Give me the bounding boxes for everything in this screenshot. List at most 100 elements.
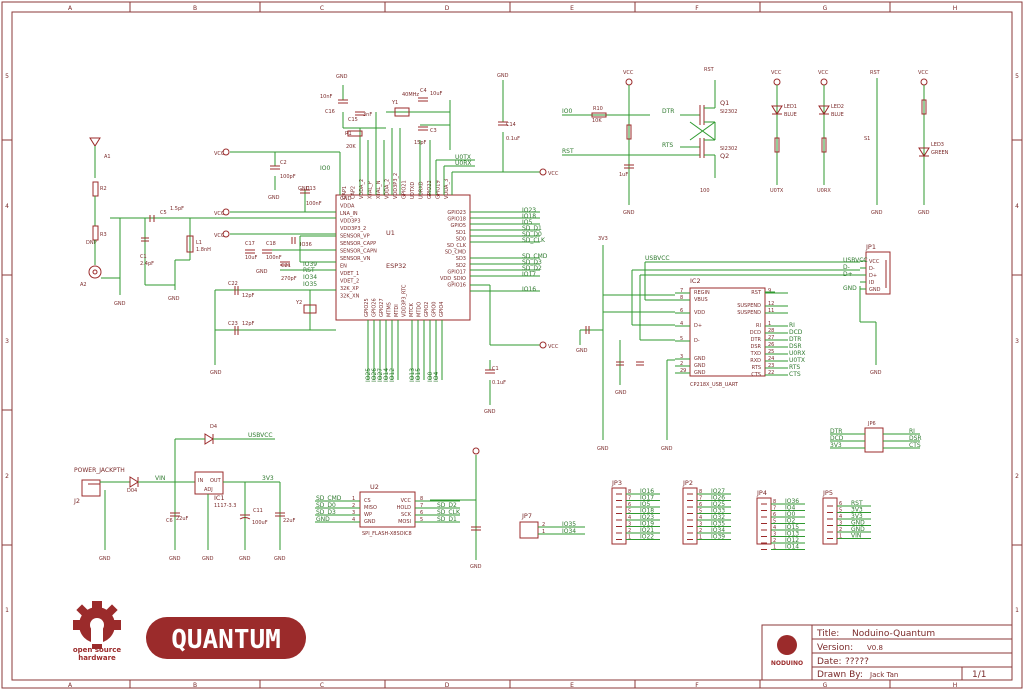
jp6-left-net: DTR — [830, 428, 842, 435]
gnd-c13: GND — [298, 186, 310, 192]
esp32-ref: U1 — [386, 229, 395, 237]
jp5-pin-num: 3 — [839, 521, 842, 527]
io34-net: IO34 — [303, 274, 317, 281]
r3-value: DNP — [86, 240, 97, 246]
cp2102-right-num: 11 — [768, 308, 774, 314]
jp2-pin-num: 1 — [699, 535, 702, 541]
c5-value: 1.5pF — [170, 206, 184, 212]
usb-pin: ID — [869, 280, 874, 286]
cp2102-right-pin: TXD — [750, 351, 761, 357]
frame-row-left-1: 1 — [5, 607, 9, 614]
jp4-pin-num: 4 — [773, 525, 776, 531]
jp1-ref: JP1 — [865, 243, 876, 251]
ic2-value: CP218X_USB_UART — [690, 382, 739, 388]
ic1-value: 1117-3.3 — [214, 503, 236, 509]
flash-left-net: SD_D0 — [316, 502, 336, 509]
jp2-net: IO32 — [711, 514, 725, 521]
jp2-net: IO27 — [711, 488, 725, 495]
esp32-bottom-net-io12: IO12 — [389, 368, 396, 382]
jp4-net: IO15 — [785, 524, 799, 531]
d4-ref: D4 — [210, 424, 217, 430]
frame-col-top-E: E — [570, 5, 574, 12]
u0tx-led: U0TX — [770, 188, 784, 194]
u0tx-cp-net: U0TX — [789, 357, 805, 364]
esp32-bottom-pin: GPIO4 — [439, 302, 445, 317]
quantum-logo: QUANTUM — [146, 617, 306, 659]
jp3-pin-num: 8 — [628, 489, 631, 495]
esp32-name: ESP32 — [386, 262, 406, 270]
jp2-net: IO39 — [711, 534, 725, 541]
usb-net: D+ — [843, 271, 853, 278]
vcc-led3: VCC — [918, 70, 929, 76]
esp32-bottom-pin: VDD3P3_RTC — [402, 284, 408, 317]
cp2102-left-num: 29 — [680, 368, 686, 374]
cp2102-left-pin: VDD — [694, 310, 705, 316]
jp4-pin-num: 7 — [773, 506, 776, 512]
cp2102-left-pin: GND — [694, 370, 706, 376]
gnd-flash: GND — [470, 564, 482, 570]
esp32-bottom-pin: MTDO — [417, 302, 423, 317]
esp32-top-pin: GPIO21 — [402, 180, 408, 199]
cp2102-right-num: 28 — [768, 328, 774, 334]
esp32-left-pin: VDD3P3 — [340, 219, 361, 225]
oshw-line1: open source — [73, 646, 122, 654]
v3v3-cp: 3V3 — [598, 236, 608, 242]
jp2-pin-num: 3 — [699, 522, 702, 528]
jp3-net: IO19 — [640, 521, 654, 528]
jp2-net: IO26 — [711, 495, 725, 502]
jp3-pin-num: 7 — [628, 496, 631, 502]
vcc-1: VCC — [214, 151, 225, 157]
esp32-bottom-pin: GPIO27 — [379, 298, 385, 317]
antenna-section: A1 R2 R3 DNP A2 GND C5 1.5pF C1 2.4pF L1… — [80, 137, 211, 307]
j2-value: POWER_JACKPTH — [74, 467, 125, 474]
sheet-inner-border — [11, 11, 1013, 681]
frame-col-bottom-E: E — [570, 682, 574, 689]
cp2102-right-pin: SUSPEND — [737, 303, 761, 309]
esp32-left-pin: EN — [340, 264, 347, 270]
esp32-right-pin: GPIO5 — [451, 223, 466, 229]
frame-col-top-F: F — [695, 5, 699, 12]
jp5-net: 3V3 — [851, 507, 863, 514]
jp3-pin-num: 2 — [628, 528, 631, 534]
cp2102-left-pin: GND — [694, 356, 706, 362]
esp32-top-pin: U0TXD — [410, 182, 416, 199]
gnd-cp-c2: GND — [615, 390, 627, 396]
usb-net: GND — [843, 285, 857, 292]
dtr-net: DTR — [662, 108, 674, 115]
v3v3-power: 3V3 — [262, 475, 274, 482]
cp2102-right-pin: DTR — [751, 337, 762, 343]
jp2-net: IO25 — [711, 501, 725, 508]
io39-net: IO39 — [303, 261, 317, 268]
led1-color: BLUE — [784, 112, 797, 118]
esp32-top-pin: GPIO19 — [436, 180, 442, 199]
esp32-left-pin: SENSOR_CAPN — [340, 249, 377, 255]
gnd-rst: GND — [623, 210, 635, 216]
led3-color: GREEN — [931, 150, 949, 156]
io17-net: IO17 — [522, 271, 536, 278]
flash-left-pin: WP — [364, 512, 372, 518]
esp32-bottom-net-io26: IO26 — [371, 368, 378, 382]
esp32-right-pin: GPIO23 — [447, 210, 466, 216]
version-value: V0.8 — [867, 644, 883, 652]
spi-flash: U2 SPI_FLASH-X8SOIC8 CS1SD_CMDMISO2SD_D0… — [315, 447, 482, 570]
c23-ref: C23 — [228, 321, 238, 327]
io5-net: IO5 — [522, 219, 532, 226]
vcc-rst: VCC — [623, 70, 634, 76]
frame-row-left-5: 5 — [5, 73, 9, 80]
flash-right-num: 7 — [420, 503, 423, 509]
r2-ref: R2 — [100, 186, 107, 192]
flash-right-num: 8 — [420, 496, 423, 502]
c11-ref: C11 — [253, 508, 263, 514]
flash-right-net: SD_CLK — [437, 509, 461, 516]
sd-d1-net: SD_D1 — [522, 225, 542, 232]
frame-row-right-1: 1 — [1015, 607, 1019, 614]
rst-sw-net: RST — [870, 70, 881, 76]
esp32-top-pin: CAP1 — [342, 186, 348, 199]
vcc-3: VCC — [214, 233, 225, 239]
jp4-net: IO12 — [785, 537, 799, 544]
gnd-ant: GND — [114, 301, 126, 307]
rts-net: RTS — [662, 142, 673, 149]
c3-value: 15pF — [414, 140, 427, 146]
